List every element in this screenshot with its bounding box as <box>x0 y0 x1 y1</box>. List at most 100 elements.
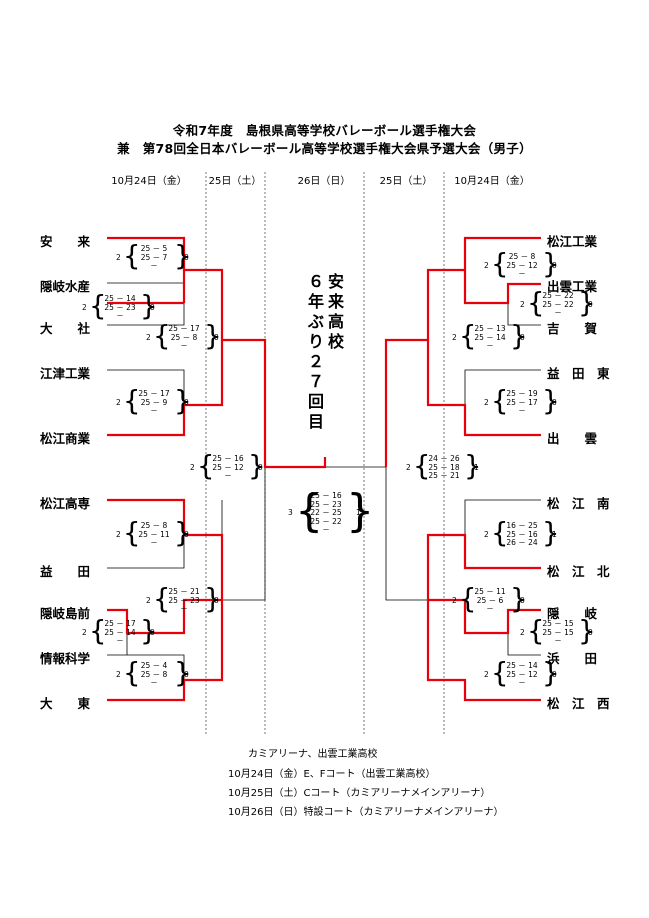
brace-right: } <box>140 615 158 647</box>
sets-won: 2 <box>484 397 489 407</box>
team-left-9: 情報科学 <box>40 651 91 666</box>
sets-won: 2 <box>520 627 525 637</box>
title-line-2: 兼 第78回全日本バレーボール高等学校選手権大会県予選大会（男子） <box>117 141 532 156</box>
winner-lines <box>107 236 541 702</box>
set-score: 16 － 25 <box>506 521 538 530</box>
set-score: 25 － 7 <box>140 252 168 262</box>
set-score: 25 － 8 <box>140 521 168 530</box>
sets-won: 2 <box>452 595 457 605</box>
brace-right: } <box>578 287 596 319</box>
sets-won: 2 <box>190 462 195 472</box>
set-score: 26 － 24 <box>506 538 538 547</box>
sets-lost: 0 <box>184 529 189 539</box>
set-score: 25 － 17 <box>138 389 170 398</box>
champion-char: 回 <box>307 392 324 411</box>
brace-left: { <box>491 248 509 280</box>
set-score: 25 － 15 <box>542 627 574 637</box>
brace-left: { <box>527 287 545 319</box>
sets-lost: 0 <box>588 627 593 637</box>
brace-right: } <box>578 615 596 647</box>
team-right-7: 松 江 北 <box>547 564 610 579</box>
set-score: 25 － 5 <box>140 244 168 253</box>
team-right-9: 浜 田 <box>547 651 598 666</box>
sets-won: 2 <box>484 529 489 539</box>
sets-won: 2 <box>452 332 457 342</box>
sets-lost: 0 <box>184 252 189 262</box>
brace-left: { <box>153 583 171 615</box>
champion-char: ２ <box>307 352 324 371</box>
sets-won: 2 <box>146 332 151 342</box>
sets-won: 2 <box>520 299 525 309</box>
set-score: 25 － 22 <box>310 516 342 526</box>
set-score: 25 － 8 <box>508 252 536 261</box>
set-score: 25 － 4 <box>140 661 168 670</box>
team-right-4: 益 田 東 <box>547 366 610 381</box>
team-left-10: 大 東 <box>40 696 91 711</box>
brace-left: { <box>459 583 477 615</box>
set-score: － <box>180 604 188 613</box>
set-score: 24 － 26 <box>428 454 460 463</box>
sets-lost: 0 <box>588 299 593 309</box>
sets-won: 2 <box>116 529 121 539</box>
champion-char: 年 <box>307 292 324 311</box>
sets-won: 2 <box>116 397 121 407</box>
set-score: － <box>518 406 526 415</box>
brace-right: } <box>542 657 560 689</box>
set-score: － <box>150 406 158 415</box>
winner-oki-dozen <box>107 598 222 635</box>
winner-matsue-kogyo <box>384 236 541 467</box>
set-score: 25 － 21 <box>428 471 460 480</box>
brace-right: } <box>248 450 266 482</box>
set-score: 25 － 17 <box>506 397 538 407</box>
champion-char: 安 <box>327 272 344 291</box>
winner-matsue-shogyo <box>107 340 224 437</box>
set-score: 25 － 12 <box>506 260 538 270</box>
team-right-8: 隠 岐 <box>547 606 598 621</box>
title-line-1: 令和7年度 島根県高等学校バレーボール選手権大会 <box>172 123 477 138</box>
set-score: 25 － 13 <box>474 324 506 333</box>
set-score: 25 － 14 <box>474 332 506 342</box>
winner-izumo-kogyo <box>463 270 541 305</box>
champion-char: 目 <box>307 412 324 431</box>
team-right-2: 出雲工業 <box>547 279 598 294</box>
brace-right: } <box>542 248 560 280</box>
sets-lost: 0 <box>184 397 189 407</box>
sets-won: 3 <box>288 508 293 518</box>
line-masuda-higashi <box>464 369 541 405</box>
set-score: － <box>116 636 124 645</box>
sets-lost: 1 <box>356 508 361 518</box>
sets-lost: 1 <box>474 462 479 472</box>
brace-right: } <box>174 657 192 689</box>
team-left-3: 大 社 <box>40 321 91 336</box>
set-score: 25 － 22 <box>542 291 574 300</box>
sets-lost: 0 <box>150 302 155 312</box>
champion-char: り <box>307 332 324 351</box>
team-left-2: 隠岐水産 <box>40 279 91 294</box>
sets-won: 2 <box>146 595 151 605</box>
set-score: － <box>116 311 124 320</box>
brace-right: } <box>510 320 528 352</box>
set-score: － <box>486 604 494 613</box>
set-score: － <box>518 269 526 278</box>
set-score: 25 － 14 <box>506 661 538 670</box>
set-score: 25 － 23 <box>310 499 342 509</box>
sets-lost: 0 <box>552 260 557 270</box>
brace-left: { <box>123 657 141 689</box>
sets-lost: 0 <box>150 627 155 637</box>
champion-char: ７ <box>307 372 324 391</box>
sets-won: 2 <box>82 627 87 637</box>
brace-right: } <box>542 517 560 549</box>
winner-path-yasugi <box>107 236 327 469</box>
winner-matsue-kita <box>426 533 541 600</box>
brace-right: } <box>542 385 560 417</box>
team-left-8: 隠岐島前 <box>40 606 91 621</box>
brace-left: { <box>89 290 107 322</box>
sets-lost: 0 <box>258 462 263 472</box>
winner-daito <box>107 600 224 702</box>
set-score: － <box>150 261 158 270</box>
brace-left: { <box>153 320 171 352</box>
team-right-1: 松江工業 <box>547 234 598 249</box>
set-score: 25 － 23 <box>104 302 136 312</box>
